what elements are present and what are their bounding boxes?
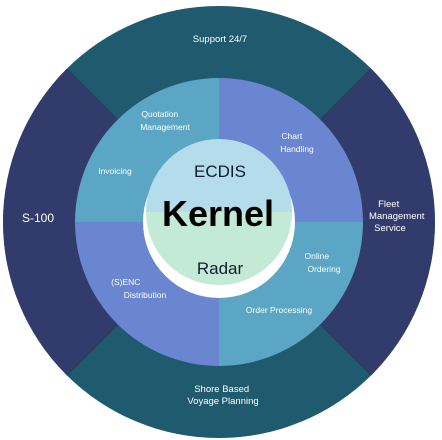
s100-label: S-100 bbox=[22, 211, 54, 225]
order-processing-label: Order Processing bbox=[246, 305, 312, 315]
invoicing-label: Invoicing bbox=[98, 166, 132, 176]
chart-handling-label: Chart Handling bbox=[280, 131, 314, 154]
core-bottom-half bbox=[146, 212, 292, 285]
senc-distribution-label: (S)ENC Distribution bbox=[111, 277, 166, 300]
radar-label: Radar bbox=[197, 259, 244, 278]
quotation-management-label: Quotation Management bbox=[140, 109, 190, 132]
ecdis-label: ECDIS bbox=[194, 162, 246, 181]
online-ordering-label: Online Ordering bbox=[305, 251, 341, 274]
shore-voyage-planning-label: Shore Based Voyage Planning bbox=[187, 384, 258, 407]
core-top-half bbox=[146, 139, 292, 212]
support-label: Support 24/7 bbox=[193, 34, 247, 45]
kernel-label: Kernel bbox=[162, 193, 274, 234]
fleet-management-label: Fleet Management Service bbox=[369, 199, 427, 234]
